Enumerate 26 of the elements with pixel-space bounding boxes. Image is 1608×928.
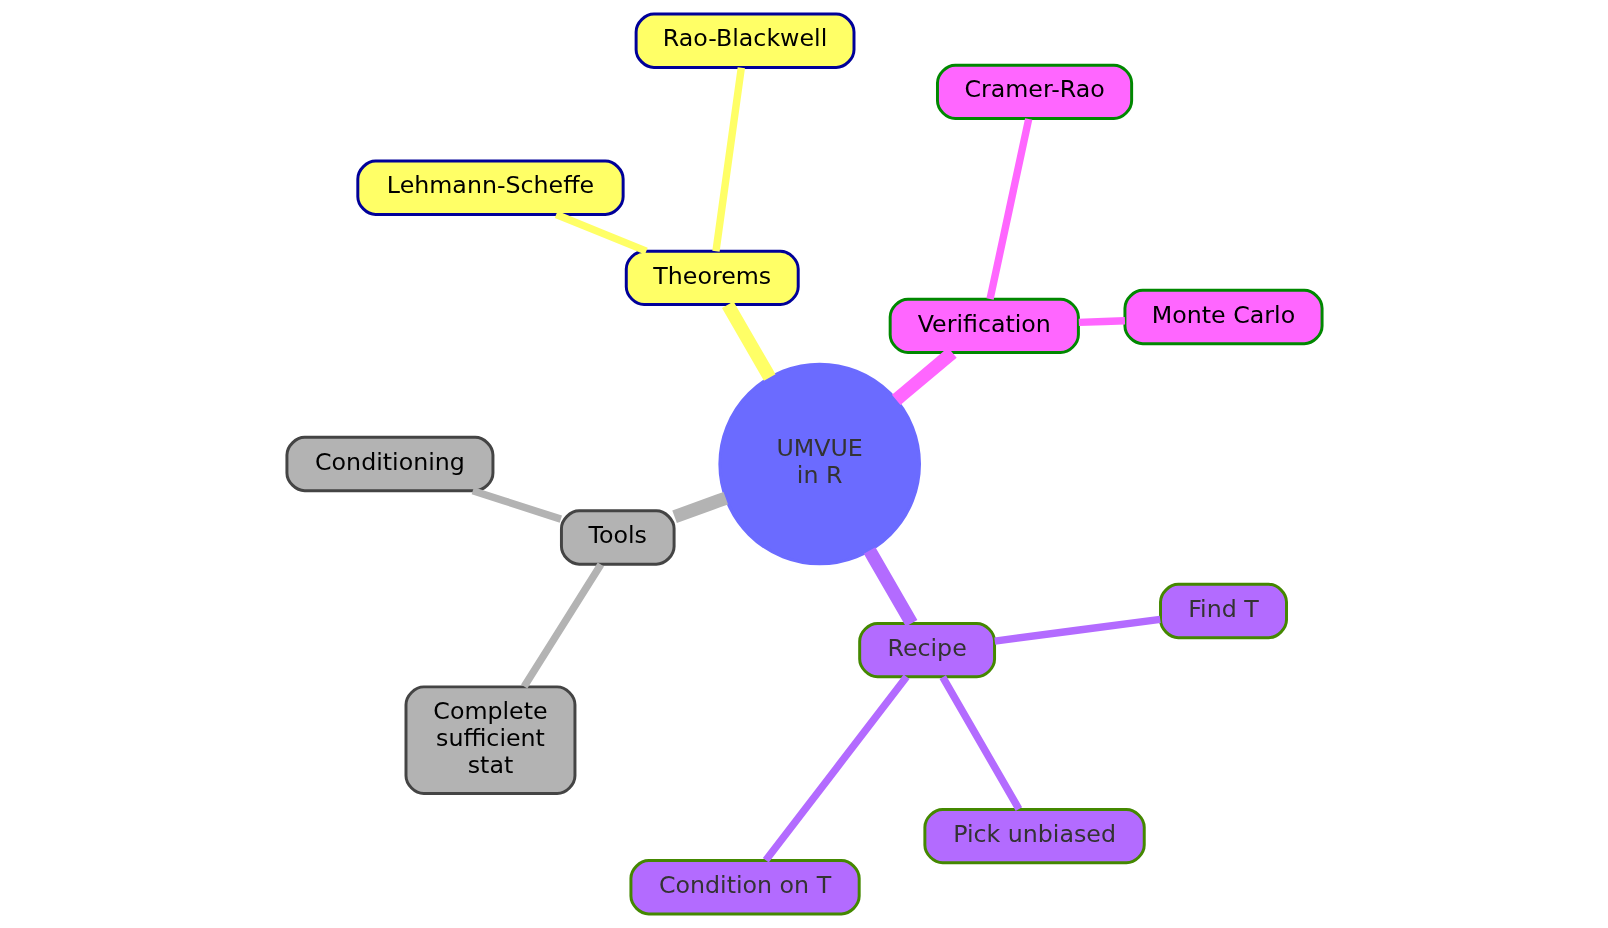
node-box: Tools — [559, 509, 676, 566]
node-box: Conditioning — [284, 435, 494, 493]
node-box: Verification — [888, 297, 1080, 355]
connector — [721, 301, 775, 381]
node-box: Find T — [1158, 582, 1288, 640]
node-box: Condition on T — [628, 859, 861, 916]
connector — [471, 487, 562, 523]
node-box: Monte Carlo — [1122, 288, 1324, 346]
connector — [939, 675, 1022, 811]
node-box: Rao-Blackwell — [634, 12, 855, 69]
connector — [985, 118, 1032, 300]
node-box: Cramer-Rao — [935, 63, 1133, 120]
connector — [671, 491, 728, 524]
connector — [520, 562, 604, 689]
connector — [554, 211, 648, 255]
node-box: Pick unbiased — [922, 808, 1146, 865]
connector — [1078, 316, 1125, 327]
node-box: Complete sufficient stat — [404, 685, 576, 796]
connector — [711, 67, 745, 252]
connector — [762, 674, 910, 863]
node-box: Lehmann-Scheffe — [355, 159, 625, 216]
connector — [863, 547, 917, 627]
connector — [993, 615, 1161, 645]
node-box: Theorems — [624, 249, 800, 307]
node-box: Recipe — [857, 621, 996, 679]
node-circle: UMVUE in R — [717, 362, 921, 566]
